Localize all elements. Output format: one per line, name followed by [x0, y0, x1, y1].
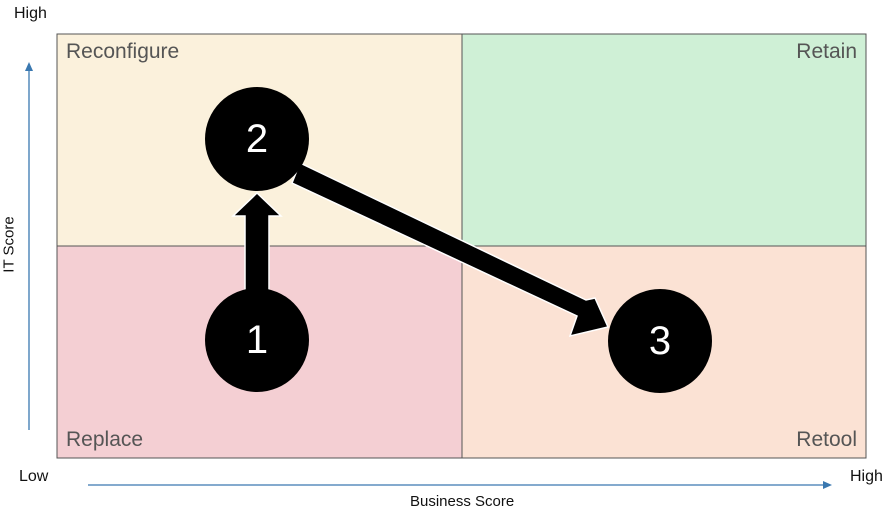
step-node-2: 2 — [205, 87, 309, 191]
x-axis-high-label: High — [850, 468, 883, 485]
x-axis-title: Business Score — [410, 493, 515, 510]
path-arrow-2-to-3 — [291, 161, 610, 338]
step-node-3-label: 3 — [648, 318, 672, 363]
quadrant-retain — [462, 34, 866, 246]
path-arrow-1-to-2 — [231, 191, 283, 293]
y-axis-high-label: High — [14, 5, 47, 22]
y-axis-arrowhead — [25, 62, 33, 71]
quadrant-label-retool: Retool — [796, 428, 857, 451]
quadrant-label-retain: Retain — [796, 40, 857, 63]
quadrant-label-replace: Replace — [66, 428, 144, 451]
x-axis-arrowhead — [823, 481, 832, 489]
quadrant-label-reconfigure: Reconfigure — [66, 40, 180, 63]
step-node-1: 1 — [205, 288, 309, 392]
step-node-3: 3 — [608, 289, 712, 393]
x-axis-low-label: Low — [19, 468, 49, 485]
step-node-1-label: 1 — [245, 317, 269, 362]
step-node-2-label: 2 — [245, 116, 269, 161]
